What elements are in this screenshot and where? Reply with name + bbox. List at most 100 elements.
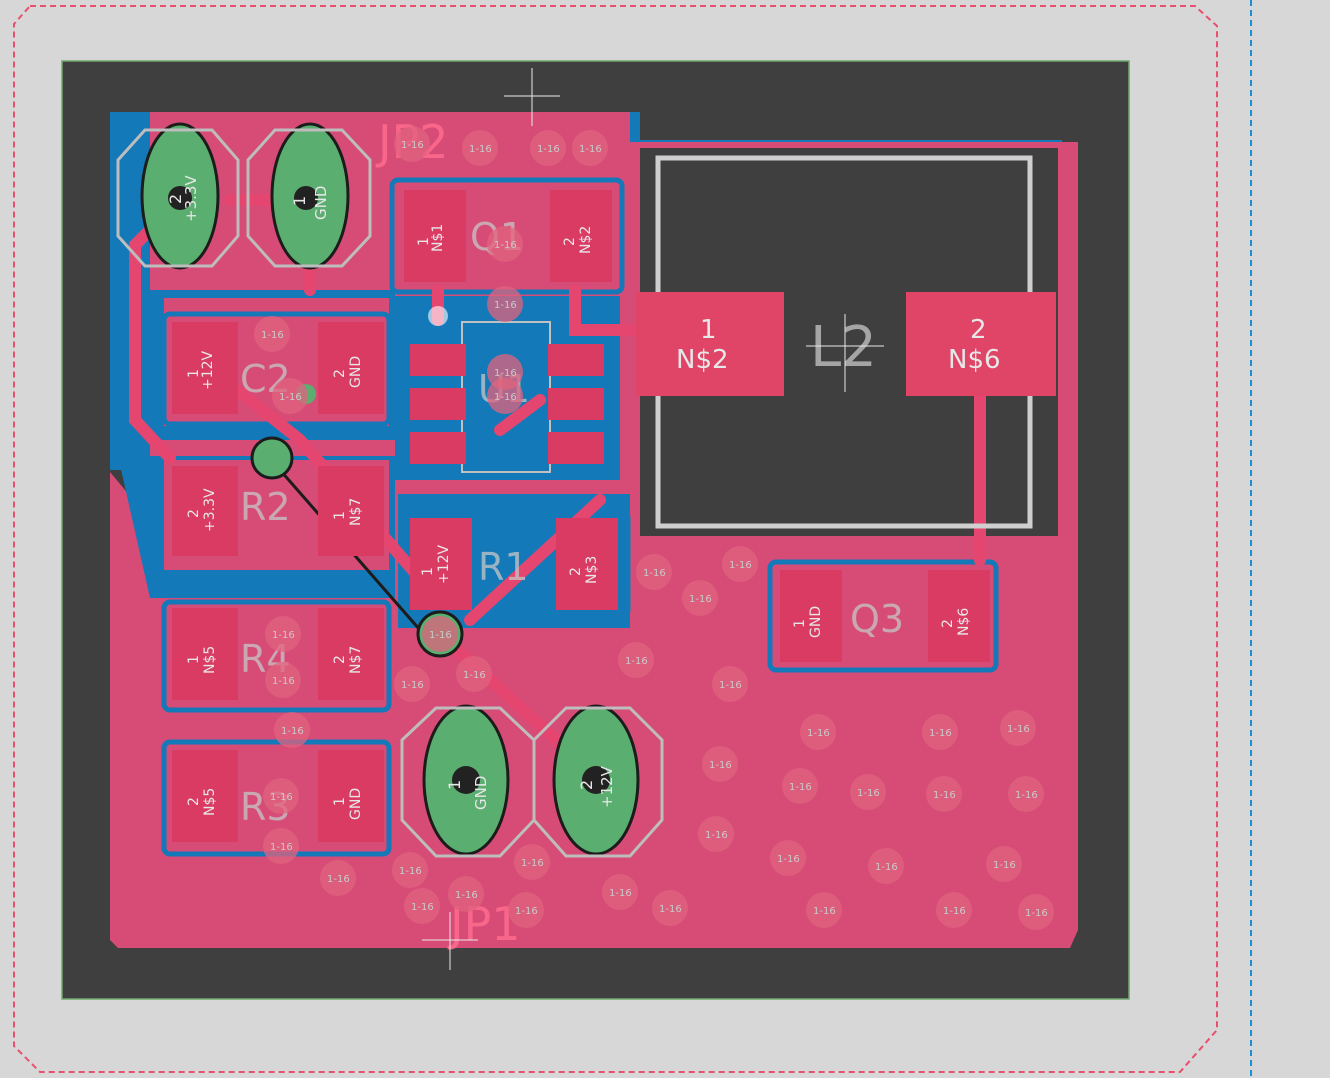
r1-pad-2[interactable] bbox=[556, 518, 618, 610]
via-label: 1-16 bbox=[729, 560, 752, 571]
svg-text:1: 1 bbox=[700, 315, 717, 345]
svg-text:2: 2 bbox=[332, 655, 348, 664]
u1-pad-r1[interactable] bbox=[548, 344, 604, 376]
r2-resistor[interactable]: 2 +3.3V 1 N$7 R2 bbox=[172, 466, 384, 556]
r1-name: R1 bbox=[478, 545, 529, 589]
l2-inductor[interactable]: 1 N$2 2 N$6 L2 bbox=[636, 155, 1056, 529]
r3-pad-2[interactable] bbox=[172, 750, 238, 842]
via-label: 1-16 bbox=[705, 830, 728, 841]
via-21 bbox=[618, 642, 654, 678]
c2-capacitor[interactable]: 1 +12V 2 GND C2 bbox=[172, 322, 384, 414]
via-17 bbox=[263, 828, 299, 864]
via-label: 1-16 bbox=[494, 240, 517, 251]
u1-pad-l3[interactable] bbox=[410, 432, 466, 464]
via-label: 1-16 bbox=[933, 790, 956, 801]
r2-pad-2[interactable] bbox=[172, 466, 238, 556]
via-label: 1-16 bbox=[689, 594, 712, 605]
svg-text:GND: GND bbox=[348, 356, 364, 388]
c2-pad-1[interactable] bbox=[172, 322, 238, 414]
via-31 bbox=[698, 816, 734, 852]
outer-frame-outline bbox=[13, 5, 1218, 1073]
via-label: 1-16 bbox=[270, 792, 293, 803]
via-label: 1-16 bbox=[494, 300, 517, 311]
via-label: 1-16 bbox=[1015, 790, 1038, 801]
jp1-pad1-num: 1 bbox=[445, 780, 464, 790]
svg-text:1: 1 bbox=[186, 655, 202, 664]
via-32 bbox=[770, 840, 806, 876]
svg-text:N$2: N$2 bbox=[676, 345, 729, 375]
via-label: 1-16 bbox=[272, 630, 295, 641]
r4-pad-1[interactable] bbox=[172, 608, 238, 700]
via-22 bbox=[712, 666, 748, 702]
jp1-pad2-signal: +12V bbox=[598, 765, 616, 808]
c2-pad-2[interactable] bbox=[318, 322, 384, 414]
q3-transistor[interactable]: 1 GND 2 N$6 Q3 bbox=[780, 570, 990, 662]
r2-pad-1[interactable] bbox=[318, 466, 384, 556]
u1-pad-r2[interactable] bbox=[548, 388, 604, 420]
via-label: 1-16 bbox=[993, 860, 1016, 871]
via-7 bbox=[487, 378, 523, 414]
r3-pad-1[interactable] bbox=[318, 750, 384, 842]
svg-text:1: 1 bbox=[186, 369, 202, 378]
u1-pad-l2[interactable] bbox=[410, 388, 466, 420]
via-label: 1-16 bbox=[281, 726, 304, 737]
via-label: 1-16 bbox=[279, 392, 302, 403]
l2-pad-2[interactable] bbox=[906, 292, 1056, 396]
r1-resistor[interactable]: 1 +12V 2 N$3 R1 bbox=[410, 518, 618, 610]
via-label: 1-16 bbox=[579, 144, 602, 155]
svg-text:1: 1 bbox=[416, 237, 432, 246]
via-26 bbox=[702, 746, 738, 782]
via-25 bbox=[1000, 710, 1036, 746]
svg-text:N$7: N$7 bbox=[348, 498, 364, 526]
jp1-connector[interactable]: 1 GND 2 +12V JP1 bbox=[400, 704, 664, 970]
via-36 bbox=[514, 844, 550, 880]
via-24 bbox=[922, 714, 958, 750]
via-40 bbox=[806, 892, 842, 928]
svg-text:1: 1 bbox=[332, 797, 348, 806]
via-label: 1-16 bbox=[609, 888, 632, 899]
via-label: 1-16 bbox=[429, 630, 452, 641]
svg-text:2: 2 bbox=[568, 567, 584, 576]
stitching-vias: 1-16 1-16 1-16 1-16 1-16 1-16 1-16 1-16 1-16 1-16… bbox=[254, 126, 1054, 930]
via-label: 1-16 bbox=[1025, 908, 1048, 919]
via-5 bbox=[487, 286, 523, 322]
u1-pad-r3[interactable] bbox=[548, 432, 604, 464]
via-label: 1-16 bbox=[1007, 724, 1030, 735]
via-3 bbox=[572, 130, 608, 166]
svg-text:2: 2 bbox=[332, 369, 348, 378]
via-label: 1-16 bbox=[401, 680, 424, 691]
via-20 bbox=[682, 580, 718, 616]
via-label: 1-16 bbox=[401, 140, 424, 151]
via-37 bbox=[508, 892, 544, 928]
via-label: 1-16 bbox=[943, 906, 966, 917]
svg-text:N$3: N$3 bbox=[584, 556, 600, 584]
via-label: 1-16 bbox=[929, 728, 952, 739]
l2-pad-1[interactable] bbox=[636, 292, 784, 396]
q3-pad-2[interactable] bbox=[928, 570, 990, 662]
via-29 bbox=[926, 776, 962, 812]
svg-text:1: 1 bbox=[332, 511, 348, 520]
q3-name: Q3 bbox=[850, 597, 904, 641]
via-11 bbox=[456, 656, 492, 692]
q1-pad-2[interactable] bbox=[550, 190, 612, 282]
r1-pad-1[interactable] bbox=[410, 518, 472, 610]
via-label: 1-16 bbox=[643, 568, 666, 579]
svg-text:GND: GND bbox=[808, 606, 824, 638]
jp2-pad2-num: 2 bbox=[166, 194, 185, 204]
svg-text:N$2: N$2 bbox=[578, 226, 594, 254]
via-label: 1-16 bbox=[455, 890, 478, 901]
via-0 bbox=[394, 126, 430, 162]
q3-pad-1[interactable] bbox=[780, 570, 842, 662]
via-label: 1-16 bbox=[515, 906, 538, 917]
via-23 bbox=[800, 714, 836, 750]
jp1-pad1-signal: GND bbox=[472, 776, 490, 810]
r4-pad-2[interactable] bbox=[318, 608, 384, 700]
svg-text:N$1: N$1 bbox=[430, 224, 446, 252]
u1-pad-l1[interactable] bbox=[410, 344, 466, 376]
svg-text:GND: GND bbox=[348, 788, 364, 820]
svg-text:+12V: +12V bbox=[436, 544, 452, 584]
q1-pad-1[interactable] bbox=[404, 190, 466, 282]
r2-name: R2 bbox=[240, 485, 291, 529]
via-2 bbox=[530, 130, 566, 166]
